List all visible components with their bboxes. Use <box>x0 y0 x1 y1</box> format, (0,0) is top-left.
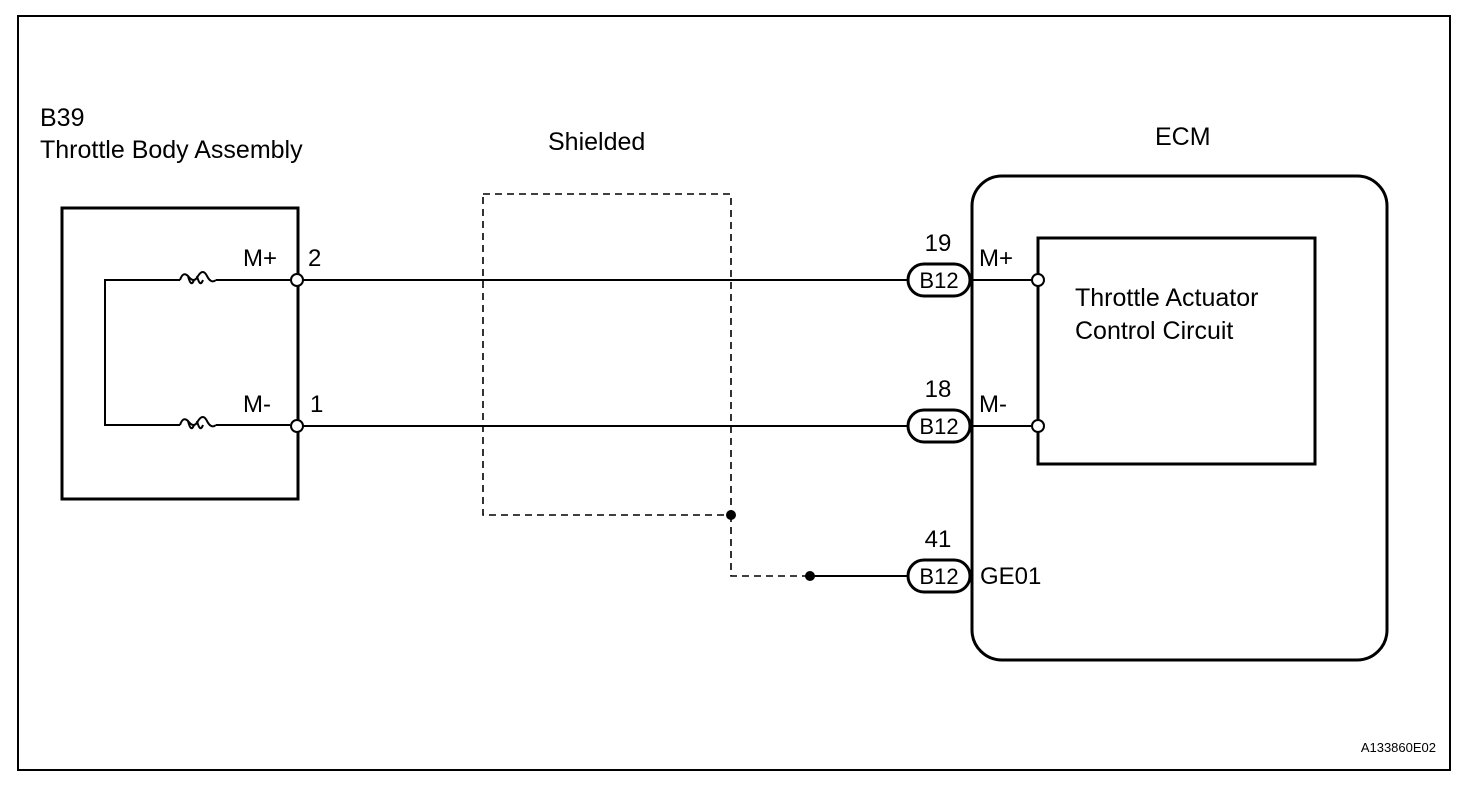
shield-label: Shielded <box>548 128 645 156</box>
svg-text:B12: B12 <box>919 414 958 439</box>
terminal-2 <box>290 273 304 287</box>
motor-coil-upper-icon <box>179 271 217 285</box>
circuit-label-line2: Control Circuit <box>1075 317 1233 345</box>
ecm-box <box>970 174 1389 662</box>
ecm-pin-18: 18 <box>925 376 952 403</box>
pin-number-2: 2 <box>308 245 321 272</box>
shield-drain-wire <box>730 515 810 577</box>
connector-b12-pin19: B12 <box>906 262 972 298</box>
motor-coil-lower-icon <box>179 416 217 430</box>
throttle-body-box <box>60 206 300 501</box>
ecm-pin-19: 19 <box>925 230 952 257</box>
svg-text:B12: B12 <box>919 268 958 293</box>
shield-box <box>482 193 732 516</box>
ecm-terminal-mplus <box>1031 273 1045 287</box>
diagram-frame <box>17 15 1451 771</box>
component-code: B39 <box>40 104 84 132</box>
throttle-actuator-circuit-box <box>1036 236 1317 466</box>
svg-text:B12: B12 <box>919 564 958 589</box>
connector-b12-pin41: B12 <box>906 558 972 594</box>
component-name: Throttle Body Assembly <box>40 136 303 164</box>
pin-signal-mplus: M+ <box>243 245 277 272</box>
motor-internal-wire <box>104 279 180 426</box>
pin-number-1: 1 <box>310 391 323 418</box>
ecm-signal-ge01: GE01 <box>980 563 1041 590</box>
ecm-pin-41: 41 <box>925 526 952 553</box>
figure-id: A133860E02 <box>1361 740 1436 755</box>
pin-signal-mminus: M- <box>243 391 271 418</box>
circuit-label-line1: Throttle Actuator <box>1075 284 1258 312</box>
ecm-signal-mminus: M- <box>979 391 1007 418</box>
ecm-title: ECM <box>1155 123 1211 151</box>
ecm-signal-mplus: M+ <box>979 245 1013 272</box>
terminal-1 <box>290 419 304 433</box>
ecm-terminal-mminus <box>1031 419 1045 433</box>
shield-junction-dot <box>726 510 736 520</box>
connector-b12-pin18: B12 <box>906 408 972 444</box>
